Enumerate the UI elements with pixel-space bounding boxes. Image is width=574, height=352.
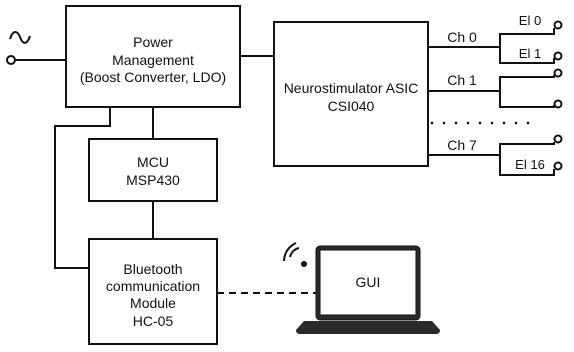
wifi-icon [283, 242, 307, 267]
bluetooth-label-line-4: HC-05 [133, 313, 174, 329]
more-channels-ellipsis [430, 121, 530, 125]
channel-0-label: Ch 0 [447, 29, 477, 45]
asic-label-line-1: Neurostimulator ASIC [284, 80, 419, 96]
mcu-label-line-2: MSP430 [126, 172, 180, 188]
bluetooth-label-line-3: Module [130, 295, 176, 311]
channel-1 [428, 68, 563, 109]
power-label-line-3: (Boost Converter, LDO) [80, 69, 226, 85]
channel-7-electrode-b-wire [499, 155, 555, 176]
channel-7-label: Ch 7 [447, 137, 477, 153]
electrode-terminal [553, 68, 563, 78]
power-management-block [65, 5, 241, 108]
laptop-icon [296, 245, 440, 334]
electrode-0-label: El 0 [519, 13, 541, 28]
electrode-terminal [553, 20, 563, 30]
asic-label-line-2: CSI040 [328, 98, 375, 114]
power-label-line-2: Management [112, 52, 194, 68]
channel-7 [428, 134, 563, 176]
electrode-terminal [553, 51, 563, 61]
channel-1-label: Ch 1 [447, 72, 477, 88]
channel-7-electrode-a-wire [428, 142, 555, 156]
gui-label: GUI [356, 274, 381, 290]
electrode-terminal [553, 134, 563, 144]
power-label-line-1: Power [133, 34, 173, 50]
electrode-terminal [553, 161, 563, 171]
electrode-16-label: El 16 [515, 157, 545, 172]
channel-1-electrode-b-wire [499, 91, 555, 108]
channel-0-electrode-b-wire [499, 47, 555, 64]
channel-1-electrode-a-wire [428, 75, 555, 92]
mcu-label-line-1: MCU [137, 154, 169, 170]
channel-0-electrode-a-wire [428, 28, 555, 48]
electrode-terminal [553, 99, 563, 109]
bluetooth-label-line-1: Bluetooth [123, 261, 182, 277]
mcu-block [88, 138, 218, 202]
bluetooth-module-block [88, 238, 218, 345]
channel-0 [428, 20, 563, 64]
neurostimulator-asic-block [273, 21, 429, 167]
electrode-1-label: El 1 [519, 46, 541, 61]
power-to-bluetooth-wire [54, 107, 111, 269]
bluetooth-label-line-2: communication [106, 278, 200, 294]
